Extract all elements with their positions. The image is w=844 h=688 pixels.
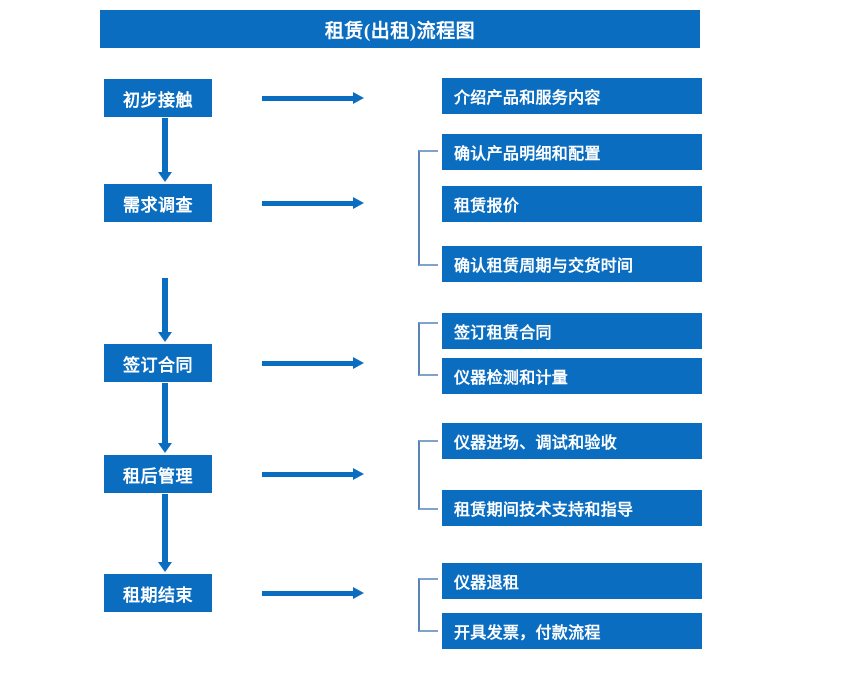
- arrow-shaft: [262, 201, 354, 206]
- page-title: 租赁(出租)流程图: [100, 10, 700, 48]
- stage-box[interactable]: 租后管理: [104, 455, 212, 493]
- down-arrow-icon: [158, 118, 172, 182]
- detail-box[interactable]: 介绍产品和服务内容: [442, 78, 702, 114]
- arrow-shaft: [162, 494, 168, 562]
- detail-box[interactable]: 仪器进场、调试和验收: [442, 423, 702, 459]
- stage-box[interactable]: 初步接触: [104, 79, 212, 117]
- right-arrow-icon: [262, 92, 364, 104]
- stage-box[interactable]: 签订合同: [104, 344, 212, 382]
- arrow-head: [353, 587, 364, 599]
- arrow-head: [353, 197, 364, 209]
- arrow-shaft: [162, 278, 168, 332]
- right-arrow-icon: [262, 197, 364, 209]
- arrow-head: [353, 92, 364, 104]
- arrow-head: [158, 332, 172, 342]
- arrow-shaft: [262, 361, 354, 366]
- down-arrow-icon: [158, 494, 172, 572]
- arrow-head: [158, 562, 172, 572]
- group-bracket: [418, 150, 438, 266]
- group-bracket: [418, 322, 438, 376]
- detail-box[interactable]: 开具发票，付款流程: [442, 613, 702, 649]
- arrow-shaft: [262, 472, 354, 477]
- detail-box[interactable]: 仪器检测和计量: [442, 358, 702, 394]
- stage-box[interactable]: 需求调查: [104, 184, 212, 222]
- detail-box[interactable]: 仪器退租: [442, 563, 702, 599]
- down-arrow-icon: [158, 383, 172, 453]
- right-arrow-icon: [262, 587, 364, 599]
- arrow-shaft: [262, 591, 354, 596]
- right-arrow-icon: [262, 468, 364, 480]
- detail-box[interactable]: 签订租赁合同: [442, 313, 702, 349]
- detail-box[interactable]: 租赁期间技术支持和指导: [442, 490, 702, 526]
- down-arrow-icon: [158, 278, 172, 342]
- detail-box[interactable]: 确认产品明细和配置: [442, 134, 702, 170]
- arrow-head: [353, 468, 364, 480]
- arrow-head: [353, 357, 364, 369]
- arrow-head: [158, 443, 172, 453]
- arrow-head: [158, 172, 172, 182]
- right-arrow-icon: [262, 357, 364, 369]
- detail-box[interactable]: 确认租赁周期与交货时间: [442, 246, 702, 282]
- group-bracket: [418, 440, 438, 510]
- arrow-shaft: [162, 383, 168, 443]
- detail-box[interactable]: 租赁报价: [442, 186, 702, 222]
- stage-box[interactable]: 租期结束: [104, 574, 212, 612]
- arrow-shaft: [262, 96, 354, 101]
- arrow-shaft: [162, 118, 168, 172]
- group-bracket: [418, 578, 438, 632]
